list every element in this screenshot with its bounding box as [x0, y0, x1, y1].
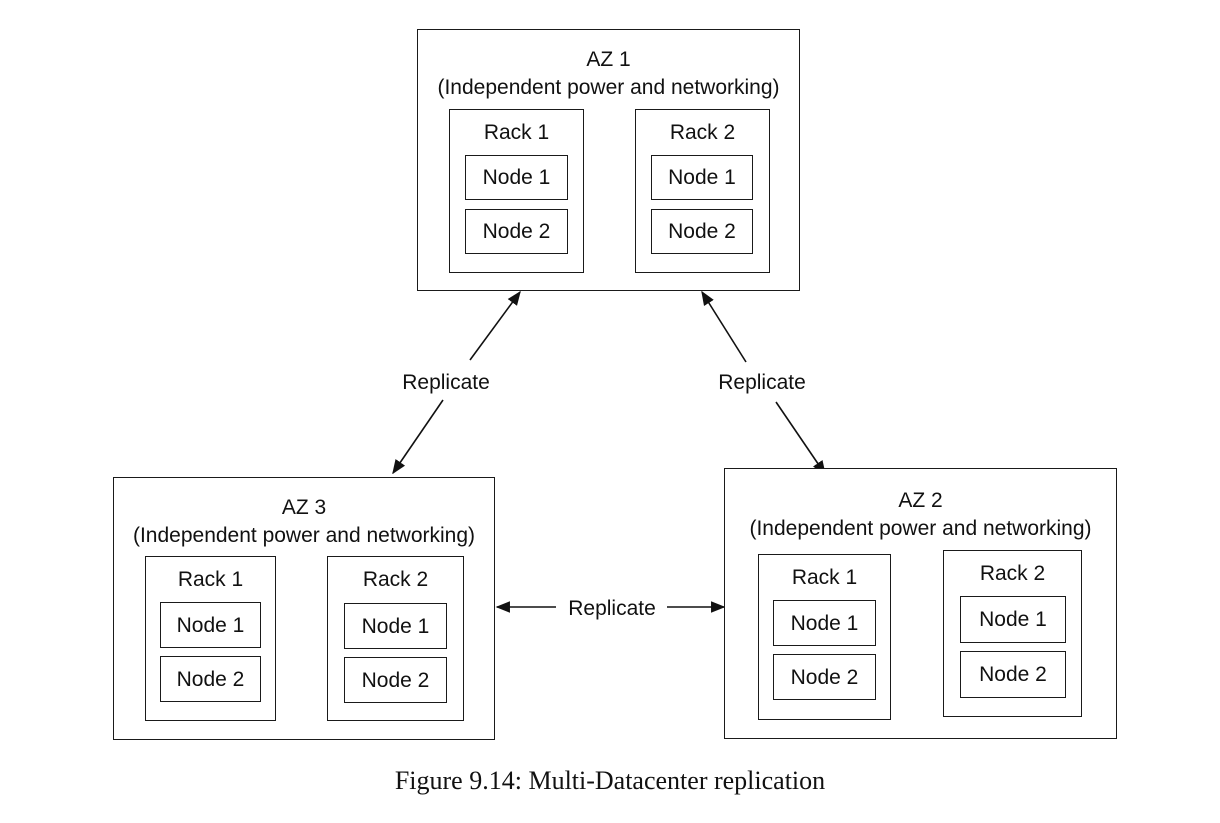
az1-rack-1-node-1: Node 1	[465, 155, 568, 200]
az2-box: AZ 2 (Independent power and networking) …	[724, 468, 1117, 739]
az1-rack-1-label: Rack 1	[483, 121, 550, 144]
az2-rack-2-label: Rack 2	[979, 562, 1046, 585]
arrow-az1-az3-lower	[392, 399, 444, 475]
az1-rack-1-node-2: Node 2	[465, 209, 568, 254]
figure-caption: Figure 9.14: Multi-Datacenter replicatio…	[394, 766, 826, 795]
az1-title: AZ 1	[586, 48, 631, 71]
az3-rack-2-label: Rack 2	[362, 568, 429, 591]
az3-rack-1: Rack 1 Node 1 Node 2	[145, 556, 276, 721]
az1-rack-1: Rack 1 Node 1 Node 2	[449, 109, 584, 273]
az2-title: AZ 2	[898, 489, 943, 512]
az3-title: AZ 3	[281, 496, 327, 519]
az3-subtitle: (Independent power and networking)	[132, 523, 476, 547]
arrow-az1-az2-lower	[775, 401, 826, 476]
az2-rack-1-label: Rack 1	[791, 566, 858, 589]
az3-rack-1-node-1: Node 1	[160, 602, 261, 648]
az2-rack-1-node-2: Node 2	[773, 654, 876, 700]
az3-rack-2-node-1: Node 1	[344, 603, 447, 649]
az2-subtitle: (Independent power and networking)	[749, 516, 1092, 540]
az2-rack-1: Rack 1 Node 1 Node 2	[758, 554, 891, 720]
az2-rack-2: Rack 2 Node 1 Node 2	[943, 550, 1082, 717]
az1-subtitle: (Independent power and networking)	[437, 75, 780, 99]
az2-rack-2-node-2: Node 2	[960, 651, 1066, 698]
az3-rack-2: Rack 2 Node 1 Node 2	[327, 556, 464, 721]
az3-rack-1-label: Rack 1	[177, 568, 244, 591]
arrow-az1-az2-upper	[701, 290, 747, 363]
arrow-az1-az3-upper	[469, 290, 521, 361]
az1-rack-2-label: Rack 2	[669, 121, 736, 144]
az3-box: AZ 3 (Independent power and networking) …	[113, 477, 495, 740]
replicate-label-az1-az3: Replicate	[402, 371, 490, 394]
az1-rack-2-node-1: Node 1	[651, 155, 753, 200]
az3-rack-2-node-2: Node 2	[344, 657, 447, 703]
az2-rack-1-node-1: Node 1	[773, 600, 876, 646]
az1-rack-2-node-2: Node 2	[651, 209, 753, 254]
replicate-label-az3-az2: Replicate	[568, 597, 656, 620]
az3-rack-1-node-2: Node 2	[160, 656, 261, 702]
az1-box: AZ 1 (Independent power and networking) …	[417, 29, 800, 291]
replicate-label-az1-az2: Replicate	[718, 371, 806, 394]
az1-rack-2: Rack 2 Node 1 Node 2	[635, 109, 770, 273]
az2-rack-2-node-1: Node 1	[960, 596, 1066, 643]
